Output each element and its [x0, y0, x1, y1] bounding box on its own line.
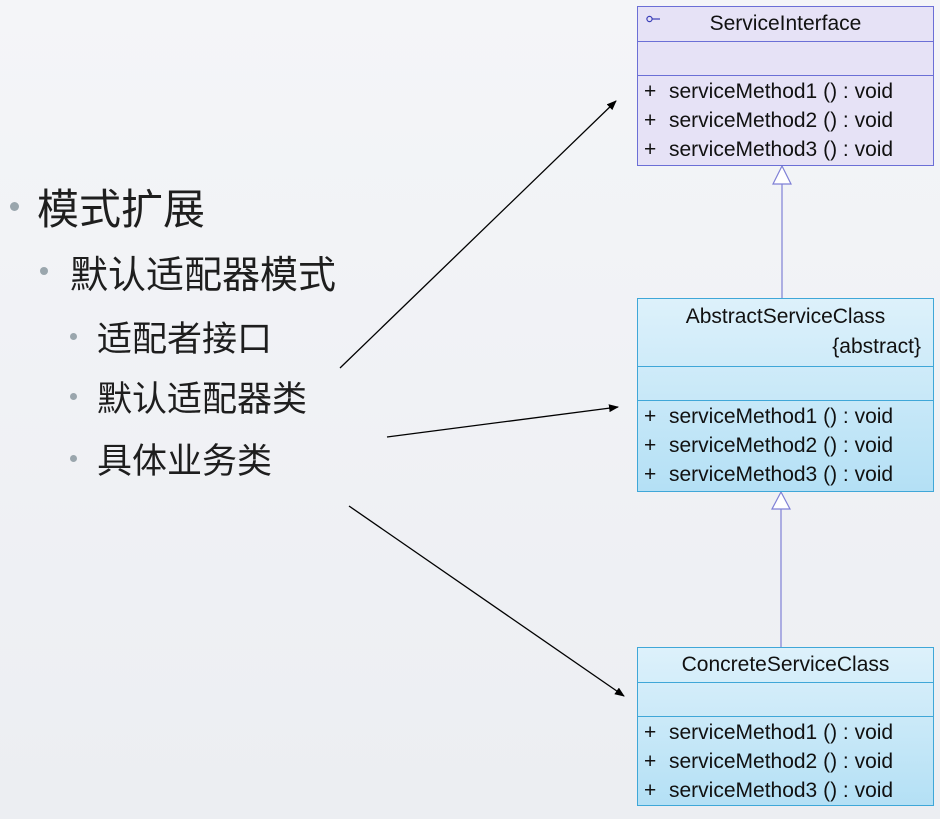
bullet-dot-icon — [70, 392, 77, 400]
bullet-dot-icon — [70, 332, 77, 340]
class-name-compartment: AbstractServiceClass {abstract} — [638, 299, 933, 366]
attribute-compartment — [638, 41, 933, 75]
operation-row: + serviceMethod2 () : void — [638, 747, 933, 776]
operation-signature: serviceMethod1 () : void — [669, 405, 894, 428]
operation-signature: serviceMethod3 () : void — [669, 463, 894, 486]
outline-item-concrete-business-class: 具体业务类 — [70, 434, 272, 482]
outline-item-default-adapter-class: 默认适配器类 — [70, 372, 307, 420]
bullet-dot-icon — [70, 454, 77, 462]
class-name-compartment: ServiceInterface — [638, 7, 933, 41]
outline-item-adaptee-interface: 适配者接口 — [70, 312, 272, 360]
outline-item-level1: 模式扩展 — [10, 178, 205, 234]
bullet-dot-icon — [10, 201, 19, 211]
bullet-dot-icon — [40, 267, 48, 275]
operation-signature: serviceMethod1 () : void — [669, 80, 894, 103]
attribute-compartment — [638, 366, 933, 400]
visibility-marker: + — [644, 80, 657, 103]
operation-signature: serviceMethod1 () : void — [669, 721, 894, 744]
class-name: ServiceInterface — [709, 12, 862, 35]
operation-row: + serviceMethod3 () : void — [638, 135, 933, 164]
operation-signature: serviceMethod3 () : void — [669, 779, 894, 802]
operation-compartment: + serviceMethod1 () : void + serviceMeth… — [638, 75, 933, 164]
interface-lollipop-icon — [646, 15, 660, 23]
generalization-arrow-icon — [772, 164, 792, 185]
outline-text: 适配者接口 — [97, 319, 273, 360]
visibility-marker: + — [644, 405, 657, 428]
operation-compartment: + serviceMethod1 () : void + serviceMeth… — [638, 716, 933, 805]
operation-signature: serviceMethod2 () : void — [669, 109, 894, 132]
operation-signature: serviceMethod2 () : void — [669, 434, 894, 457]
visibility-marker: + — [644, 750, 657, 773]
attribute-compartment — [638, 682, 933, 716]
operation-row: + serviceMethod3 () : void — [638, 460, 933, 489]
visibility-marker: + — [644, 463, 657, 486]
operation-signature: serviceMethod2 () : void — [669, 750, 894, 773]
uml-class-concrete-service-class: ConcreteServiceClass + serviceMethod1 ()… — [637, 647, 934, 806]
operation-row: + serviceMethod2 () : void — [638, 431, 933, 460]
uml-interface-service-interface: ServiceInterface + serviceMethod1 () : v… — [637, 6, 934, 166]
visibility-marker: + — [644, 109, 657, 132]
outline-text: 默认适配器模式 — [70, 252, 337, 297]
class-name: ConcreteServiceClass — [681, 653, 890, 676]
outline-text: 模式扩展 — [37, 184, 206, 234]
class-name-compartment: ConcreteServiceClass — [638, 648, 933, 682]
class-name: AbstractServiceClass — [685, 305, 886, 328]
uml-class-abstract-service-class: AbstractServiceClass {abstract} + servic… — [637, 298, 934, 492]
bullet-outline: 模式扩展 默认适配器模式 适配者接口 默认适配器类 具体业务类 — [10, 178, 337, 482]
operation-signature: serviceMethod3 () : void — [669, 138, 894, 161]
operation-compartment: + serviceMethod1 () : void + serviceMeth… — [638, 400, 933, 489]
operation-row: + serviceMethod1 () : void — [638, 402, 933, 431]
outline-text: 具体业务类 — [97, 441, 273, 482]
generalization-arrow-icon — [771, 490, 791, 510]
class-stereotype: {abstract} — [832, 335, 921, 358]
operation-row: + serviceMethod1 () : void — [638, 718, 933, 747]
operation-row: + serviceMethod2 () : void — [638, 106, 933, 135]
visibility-marker: + — [644, 434, 657, 457]
outline-text: 默认适配器类 — [97, 379, 308, 420]
visibility-marker: + — [644, 138, 657, 161]
operation-row: + serviceMethod3 () : void — [638, 776, 933, 805]
outline-item-level2: 默认适配器模式 — [40, 246, 337, 297]
operation-row: + serviceMethod1 () : void — [638, 77, 933, 106]
visibility-marker: + — [644, 721, 657, 744]
visibility-marker: + — [644, 779, 657, 802]
